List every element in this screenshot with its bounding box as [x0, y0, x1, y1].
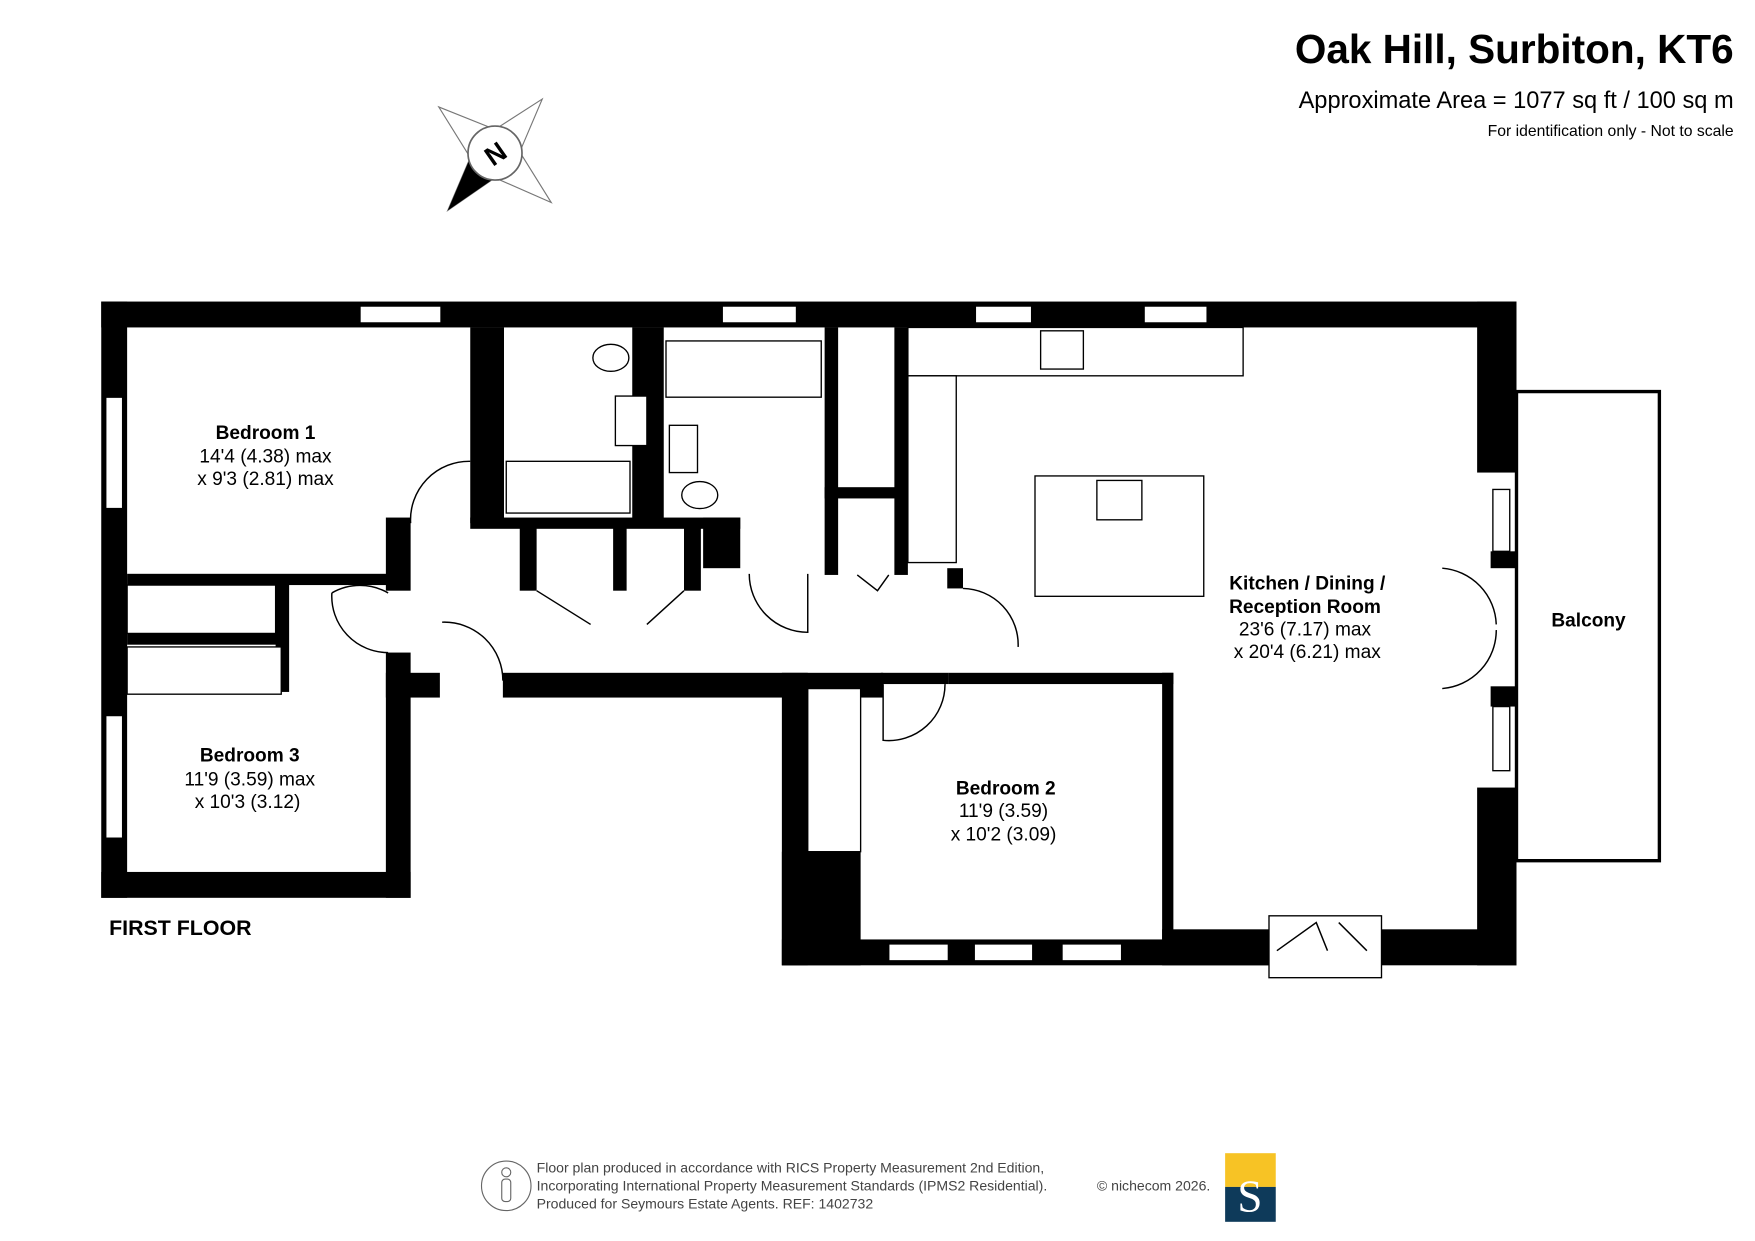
basin-icon	[614, 395, 648, 447]
room-bedroom-3: Bedroom 3 11'9 (3.59) max x 10'3 (3.12)	[184, 746, 315, 813]
copyright: © nichecom 2026.	[1097, 1177, 1210, 1193]
disclaimer: For identification only - Not to scale	[1488, 123, 1734, 140]
seymours-logo: S	[1225, 1153, 1276, 1222]
footer-line-2: Incorporating International Property Mea…	[537, 1177, 1048, 1193]
shower-tray-icon	[505, 460, 631, 514]
room-name: Bedroom 1	[216, 423, 316, 444]
room-name-2: Reception Room	[1229, 597, 1381, 618]
room-dimension: x 10'3 (3.12)	[195, 792, 301, 813]
room-dimension: 11'9 (3.59)	[959, 801, 1048, 822]
room-balcony: Balcony	[1551, 611, 1626, 632]
footer-line-1: Floor plan produced in accordance with R…	[537, 1159, 1045, 1175]
toilet-icon-2	[681, 480, 719, 510]
basin-icon-2	[668, 424, 699, 474]
logo-letter: S	[1237, 1172, 1262, 1222]
floor-label: FIRST FLOOR	[109, 916, 251, 940]
person-icon	[480, 1160, 532, 1212]
room-dimension: x 9'3 (2.81) max	[197, 469, 334, 490]
hob-icon	[1096, 479, 1143, 521]
room-dimension: 23'6 (7.17) max	[1239, 620, 1372, 641]
room-dimension: x 20'4 (6.21) max	[1234, 642, 1381, 663]
doors[interactable]	[331, 370, 1497, 952]
walls	[101, 301, 1517, 966]
windows	[105, 305, 1511, 979]
room-name: Bedroom 3	[200, 746, 300, 767]
property-title: Oak Hill, Surbiton, KT6	[1295, 26, 1734, 72]
room-name: Bedroom 2	[956, 778, 1056, 799]
toilet-icon	[592, 343, 630, 372]
room-kitchen: Kitchen / Dining / Reception Room 23'6 (…	[1229, 574, 1386, 664]
approximate-area: Approximate Area = 1077 sq ft / 100 sq m	[1299, 88, 1734, 114]
room-name: Kitchen / Dining /	[1229, 574, 1386, 595]
room-dimension: 14'4 (4.38) max	[199, 446, 332, 467]
footer-line-3: Produced for Seymours Estate Agents. REF…	[537, 1195, 874, 1211]
bath-icon	[665, 340, 822, 398]
room-dimension: x 10'2 (3.09)	[951, 824, 1057, 845]
room-dimension: 11'9 (3.59) max	[184, 769, 315, 790]
balcony-outline	[1514, 389, 1662, 863]
room-bedroom-1: Bedroom 1 14'4 (4.38) max x 9'3 (2.81) m…	[197, 423, 334, 490]
kitchen-sink-icon	[1039, 330, 1085, 370]
room-bedroom-2: Bedroom 2 11'9 (3.59) x 10'2 (3.09)	[951, 778, 1057, 845]
compass-icon: N	[437, 97, 553, 213]
footer: Floor plan produced in accordance with R…	[480, 1153, 1276, 1222]
fixtures	[126, 326, 1244, 853]
